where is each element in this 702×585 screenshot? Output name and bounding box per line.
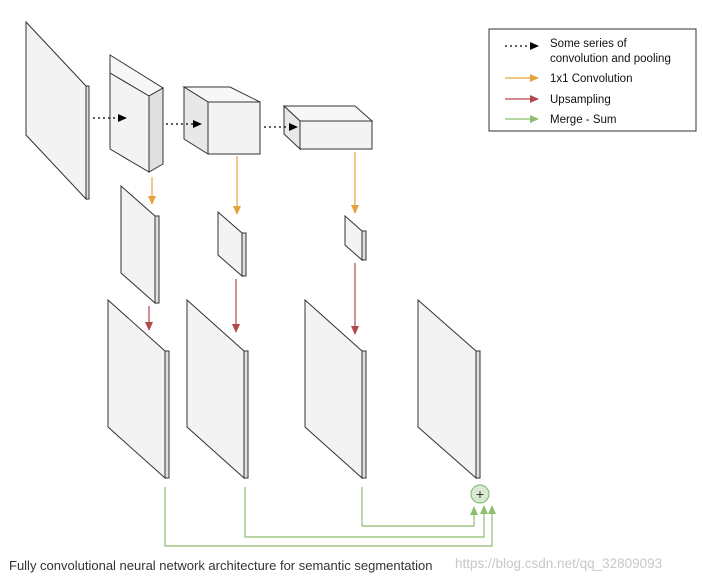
merge-path-2 bbox=[244, 487, 488, 538]
upsampled-map-3 bbox=[304, 298, 367, 480]
legend-upsample-label: Upsampling bbox=[550, 94, 611, 106]
sum-plus-symbol: + bbox=[475, 488, 484, 501]
score-map-2 bbox=[217, 210, 247, 278]
input-layer-block bbox=[25, 20, 90, 201]
legend-merge-label: Merge - Sum bbox=[550, 114, 616, 126]
upsampled-map-2 bbox=[186, 298, 249, 480]
encoder-block-1 bbox=[109, 54, 164, 173]
sum-node: + bbox=[470, 484, 490, 504]
score-map-3 bbox=[344, 214, 367, 262]
figure-caption: Fully convolutional neural network archi… bbox=[9, 558, 433, 573]
output-segmentation-map bbox=[417, 298, 481, 480]
legend-box bbox=[488, 28, 697, 132]
encoder-block-2 bbox=[182, 86, 261, 155]
score-map-1 bbox=[120, 184, 160, 305]
watermark-url: https://blog.csdn.net/qq_32809093 bbox=[455, 556, 663, 571]
legend: Some series of convolution and pooling 1… bbox=[488, 28, 697, 132]
merge-path-3 bbox=[361, 487, 478, 527]
encoder-block-3 bbox=[282, 104, 374, 151]
upsampled-map-1 bbox=[107, 298, 170, 480]
legend-series-label-line-1: Some series of bbox=[550, 38, 628, 50]
legend-series-label-line-2: convolution and pooling bbox=[550, 53, 671, 65]
legend-conv-label: 1x1 Convolution bbox=[550, 73, 632, 85]
merge-path-1 bbox=[164, 487, 496, 547]
